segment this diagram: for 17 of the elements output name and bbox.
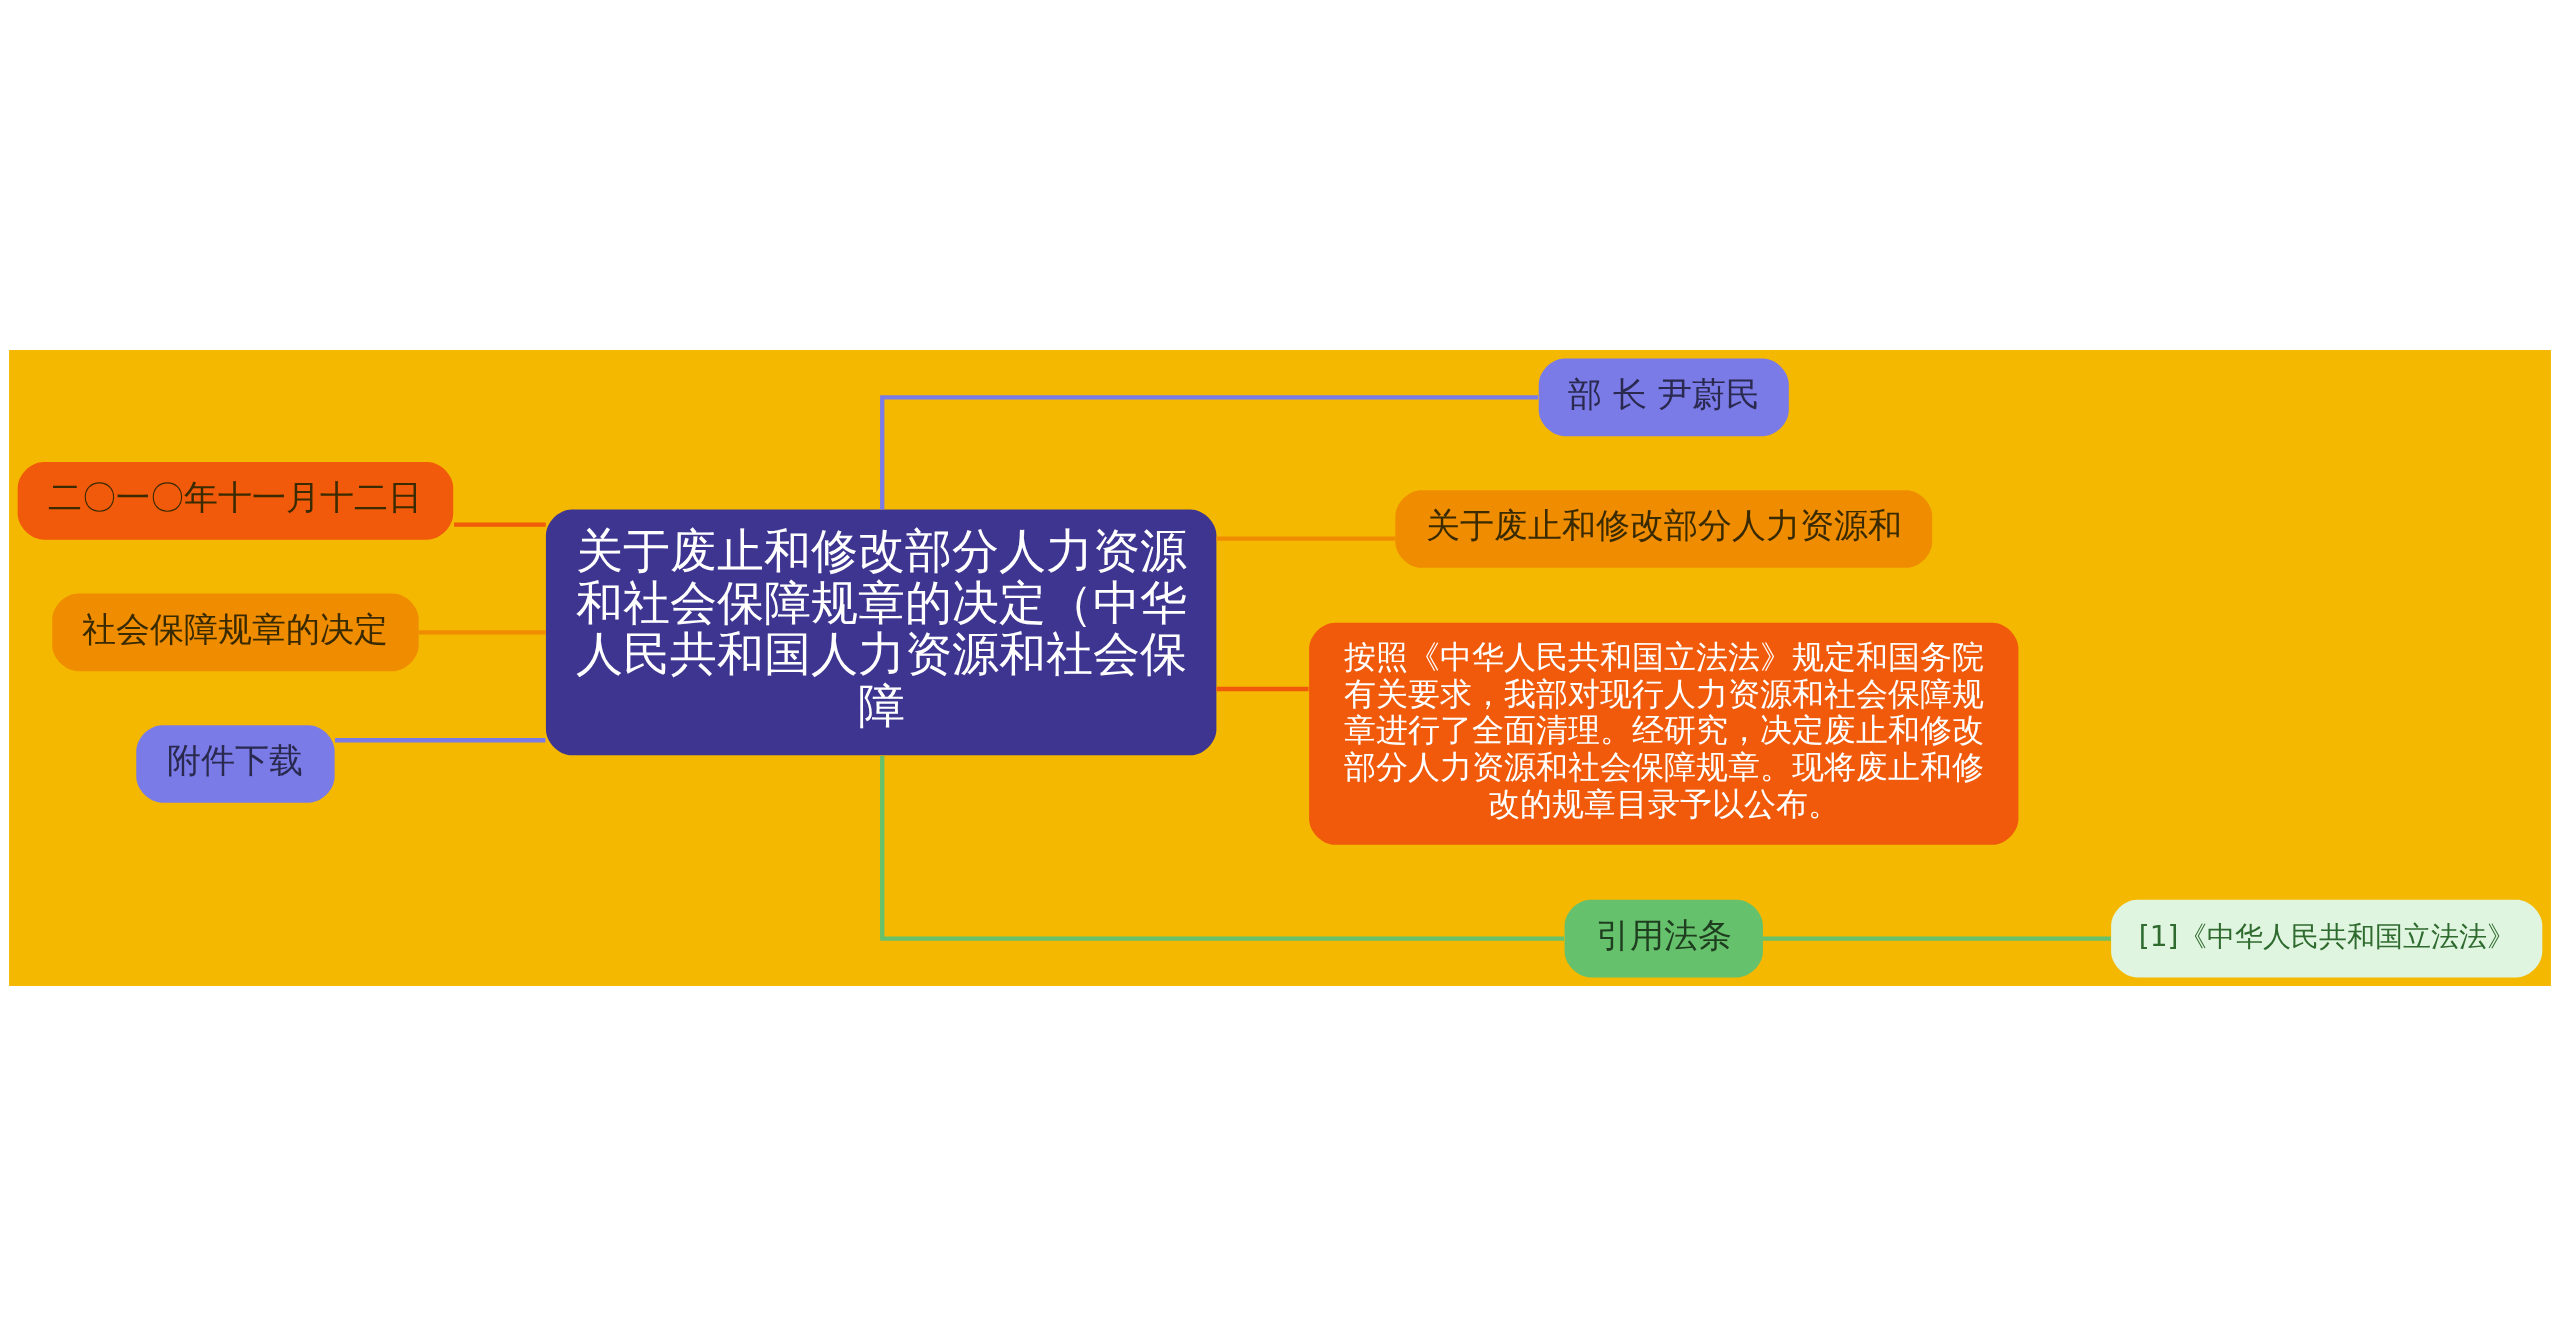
node-box: [1]《中华人民共和国立法法》 <box>2111 899 2543 977</box>
connector <box>454 521 546 527</box>
node-box: 按照《中华人民共和国立法法》规定和国务院有关要求，我部对现行人力资源和社会保障规章进行了全面清理。经研究，决定废止和修改部分人力资源和社会保障规章。现将废止和修改的规章目录予以公布。 <box>1309 622 2019 845</box>
node-box: 二〇一〇年十一月十二日 <box>17 461 454 540</box>
connector <box>334 737 546 742</box>
node-box: 关于废止和修改部分人力资源和 <box>1395 489 1933 568</box>
node-box: 附件下载 <box>136 724 335 803</box>
node-box: 引用法条 <box>1564 899 1763 977</box>
connector <box>880 755 1564 941</box>
connector <box>1216 686 1309 691</box>
connector <box>880 394 1539 509</box>
node-box: 社会保障规章的决定 <box>52 593 419 671</box>
connector <box>1216 536 1396 541</box>
node-box: 部 长 尹蔚民 <box>1538 358 1789 436</box>
node-box: 关于废止和修改部分人力资源和社会保障规章的决定（中华人民共和国人力资源和社会保障 <box>545 509 1217 755</box>
connector <box>418 629 546 635</box>
connector <box>1763 935 2111 941</box>
